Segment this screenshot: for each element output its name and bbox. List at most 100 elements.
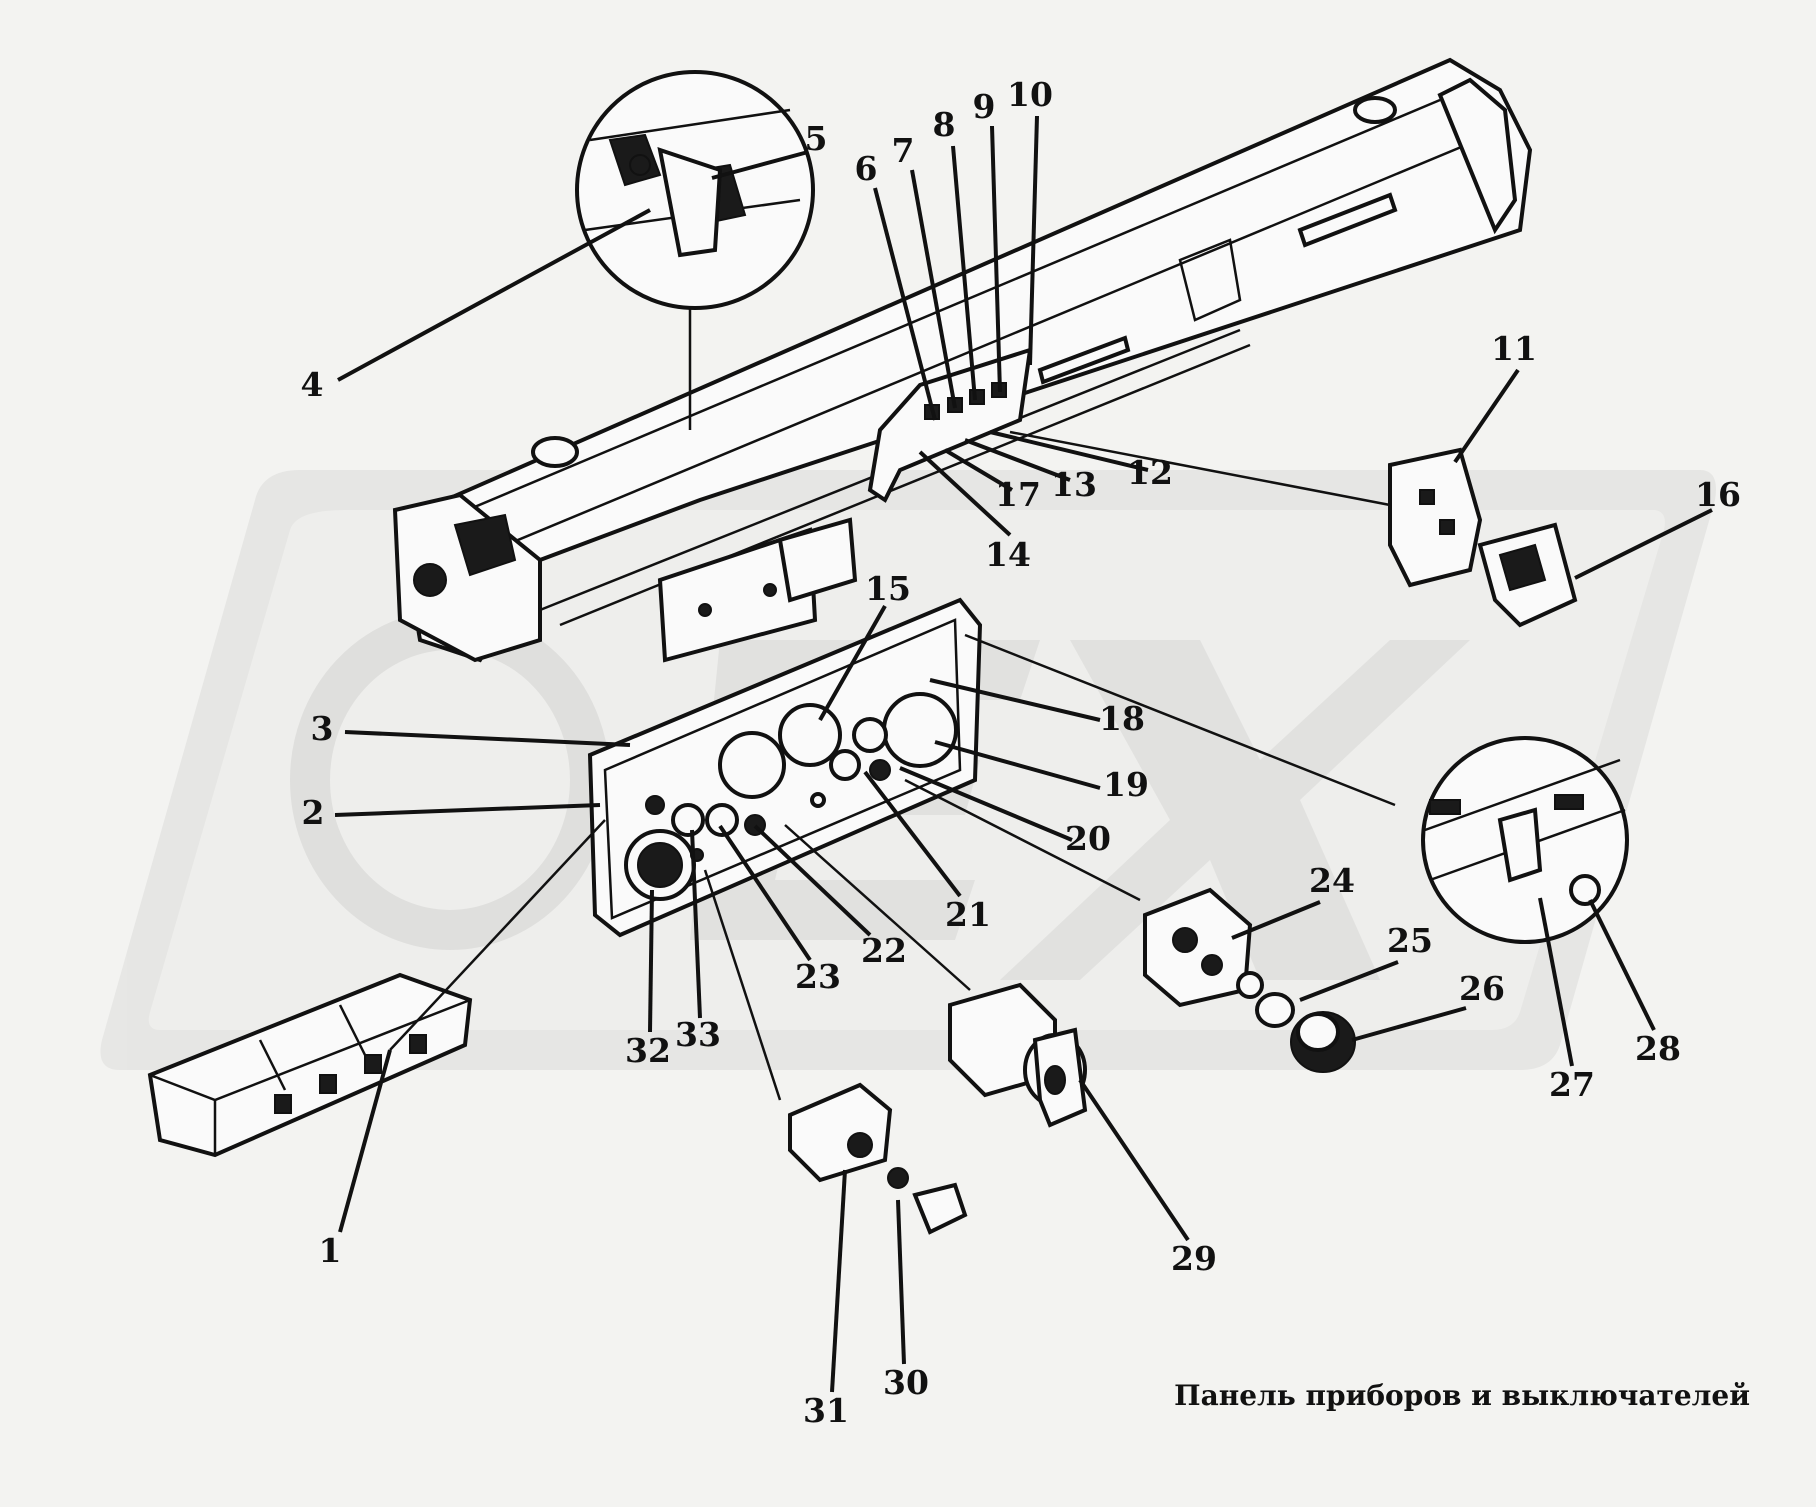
callout-number: 12 [1127, 453, 1173, 492]
detail-circle-top [575, 70, 815, 430]
callout-number: 30 [883, 1363, 929, 1402]
long-leader-line [1009, 430, 1391, 507]
callout-number: 19 [1103, 765, 1149, 804]
callout-leader-line [711, 150, 809, 180]
callout-leader-line [918, 450, 1012, 537]
callout-28: 28 [1588, 899, 1681, 1068]
callout-leader-line [863, 770, 962, 898]
callout-leader-line [951, 145, 977, 401]
callout-leader-line [1453, 368, 1520, 464]
long-leader-line [904, 778, 1141, 902]
callout-leader-line [989, 430, 1149, 472]
callout-number: 4 [301, 365, 324, 404]
callout-number: 15 [865, 569, 911, 608]
callout-number: 13 [1051, 465, 1097, 504]
callout-19: 19 [934, 740, 1149, 804]
callout-number: 14 [985, 535, 1031, 574]
callout-leader-line [1588, 899, 1656, 1031]
callout-11: 11 [1453, 329, 1537, 464]
callout-leader-line [648, 889, 654, 1033]
callout-leader-line [334, 803, 601, 817]
callout-number: 20 [1065, 819, 1111, 858]
callout-number: 31 [803, 1391, 849, 1430]
figure-caption: Панель приборов и выключателей [1174, 1379, 1750, 1412]
callout-leader-line [1574, 508, 1713, 580]
callout-7: 7 [892, 131, 957, 409]
callout-leader-line [934, 740, 1101, 790]
callout-leader-line [1351, 1006, 1467, 1042]
callout-number: 32 [625, 1031, 671, 1070]
callout-26: 26 [1351, 969, 1505, 1042]
callout-number: 27 [1549, 1065, 1595, 1104]
callout-leader-line [896, 1199, 906, 1365]
callout-16: 16 [1574, 475, 1741, 580]
callout-number: 28 [1635, 1029, 1681, 1068]
long-leader-line [964, 633, 1396, 807]
relay-connector [1388, 447, 1578, 628]
callout-number: 16 [1695, 475, 1741, 514]
callout-number: 11 [1491, 329, 1537, 368]
toggle-switch [788, 1082, 968, 1235]
callout-leader-line [337, 208, 651, 382]
callout-30: 30 [883, 1199, 929, 1402]
callout-24: 24 [1231, 861, 1355, 940]
callout-leader-line [899, 766, 1073, 842]
callout-number: 23 [795, 957, 841, 996]
callout-10: 10 [1007, 75, 1053, 366]
callout-leader-line [1299, 960, 1399, 1002]
callout-6: 6 [855, 149, 937, 421]
callout-22: 22 [753, 824, 907, 970]
callout-number: 17 [995, 475, 1041, 514]
callout-29: 29 [1078, 1078, 1217, 1278]
callout-32: 32 [625, 889, 671, 1070]
callout-number: 33 [675, 1015, 721, 1054]
callout-17: 17 [943, 448, 1041, 514]
callout-leader-line [718, 824, 812, 962]
callout-leader-line [910, 169, 957, 409]
callout-leader-line [990, 125, 1002, 393]
callout-12: 12 [989, 430, 1173, 492]
callout-leader-line [964, 438, 1071, 482]
callout-leader-line [1538, 897, 1574, 1067]
callout-21: 21 [863, 770, 991, 934]
detail-circle-right [1421, 736, 1629, 944]
long-leader-lines [389, 430, 1396, 1101]
callout-number: 5 [805, 119, 828, 158]
callout-number: 6 [855, 149, 878, 188]
callout-4: 4 [301, 208, 651, 404]
callout-leader-line [830, 1169, 847, 1393]
rotary-switch [1143, 887, 1356, 1073]
callout-leader-line [753, 824, 872, 937]
callout-13: 13 [964, 438, 1097, 504]
callout-14: 14 [918, 450, 1031, 574]
callout-leader-line [929, 678, 1101, 722]
callout-number: 18 [1099, 699, 1145, 738]
dashboard-beam [392, 57, 1533, 663]
callout-20: 20 [899, 766, 1111, 858]
callout-number: 8 [933, 105, 956, 144]
callout-15: 15 [818, 569, 911, 721]
callout-number: 9 [973, 87, 996, 126]
callout-31: 31 [803, 1169, 849, 1430]
callout-number: 3 [311, 709, 334, 748]
callout-leader-line [344, 730, 631, 747]
callout-number: 24 [1309, 861, 1355, 900]
callout-number: 1 [319, 1231, 342, 1270]
callout-leader-line [1078, 1078, 1190, 1242]
callout-number: 2 [302, 793, 325, 832]
callout-3: 3 [311, 709, 631, 748]
long-leader-line [703, 869, 782, 1101]
callout-leader-line [943, 448, 1014, 492]
callout-leader-line [873, 187, 937, 421]
callout-23: 23 [718, 824, 841, 996]
callout-18: 18 [929, 678, 1145, 738]
callout-27: 27 [1538, 897, 1595, 1104]
callout-leader-line [1028, 115, 1039, 366]
callout-25: 25 [1299, 921, 1433, 1002]
ignition-switch [948, 982, 1088, 1128]
callout-5: 5 [711, 119, 828, 180]
callout-1: 1 [319, 1049, 392, 1270]
callout-leader-line [818, 605, 887, 721]
